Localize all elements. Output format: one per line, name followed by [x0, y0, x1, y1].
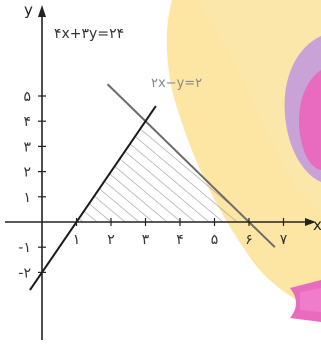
x-tick-label: ۵: [211, 232, 219, 248]
pink-petal: [298, 70, 321, 170]
background-decoration: [166, 0, 321, 322]
x-axis-label: x: [313, 216, 321, 234]
x-tick-label: ۶: [245, 232, 253, 248]
y-axis-arrow: [38, 5, 46, 17]
yellow-blob-highlight: [195, 0, 321, 215]
x-tick-label: ۷: [280, 232, 288, 248]
feasible-region: [76, 121, 249, 222]
y-tick-label: ۱: [23, 190, 31, 206]
labels: ۱ ۲ ۳ ۴ ۵ ۶ ۷ ۵ ۴ ۳ ۲ ۱ -۱ -۲ x y ۴x+۳y=۲۴ ۲x−y=۲: [18, 1, 321, 281]
y-tick-label: ۲: [23, 165, 31, 181]
y-tick-label: -۲: [18, 265, 31, 281]
y-tick-label: ۵: [23, 89, 31, 105]
x-axis-arrow: [305, 218, 316, 226]
line-2x-y-2: [29, 105, 157, 291]
x-tick-label: ۱: [73, 232, 81, 248]
line-4x-3y-24: [106, 83, 276, 248]
x-tick-label: ۲: [107, 232, 115, 248]
line-label-4x-3y-24: ۴x+۳y=۲۴: [54, 26, 124, 42]
x-tick-label: ۴: [176, 232, 184, 248]
line-label-2x-y-2: ۲x−y=۲: [151, 76, 202, 91]
pink-ribbon-inner: [300, 288, 321, 312]
axes: [5, 5, 316, 340]
constraint-lines: [29, 83, 276, 291]
y-tick-label: ۴: [23, 114, 31, 130]
x-tick-label: ۳: [142, 232, 150, 248]
y-tick-label: ۳: [23, 139, 31, 155]
y-tick-label: -۱: [18, 240, 31, 256]
y-axis-label: y: [24, 1, 33, 19]
